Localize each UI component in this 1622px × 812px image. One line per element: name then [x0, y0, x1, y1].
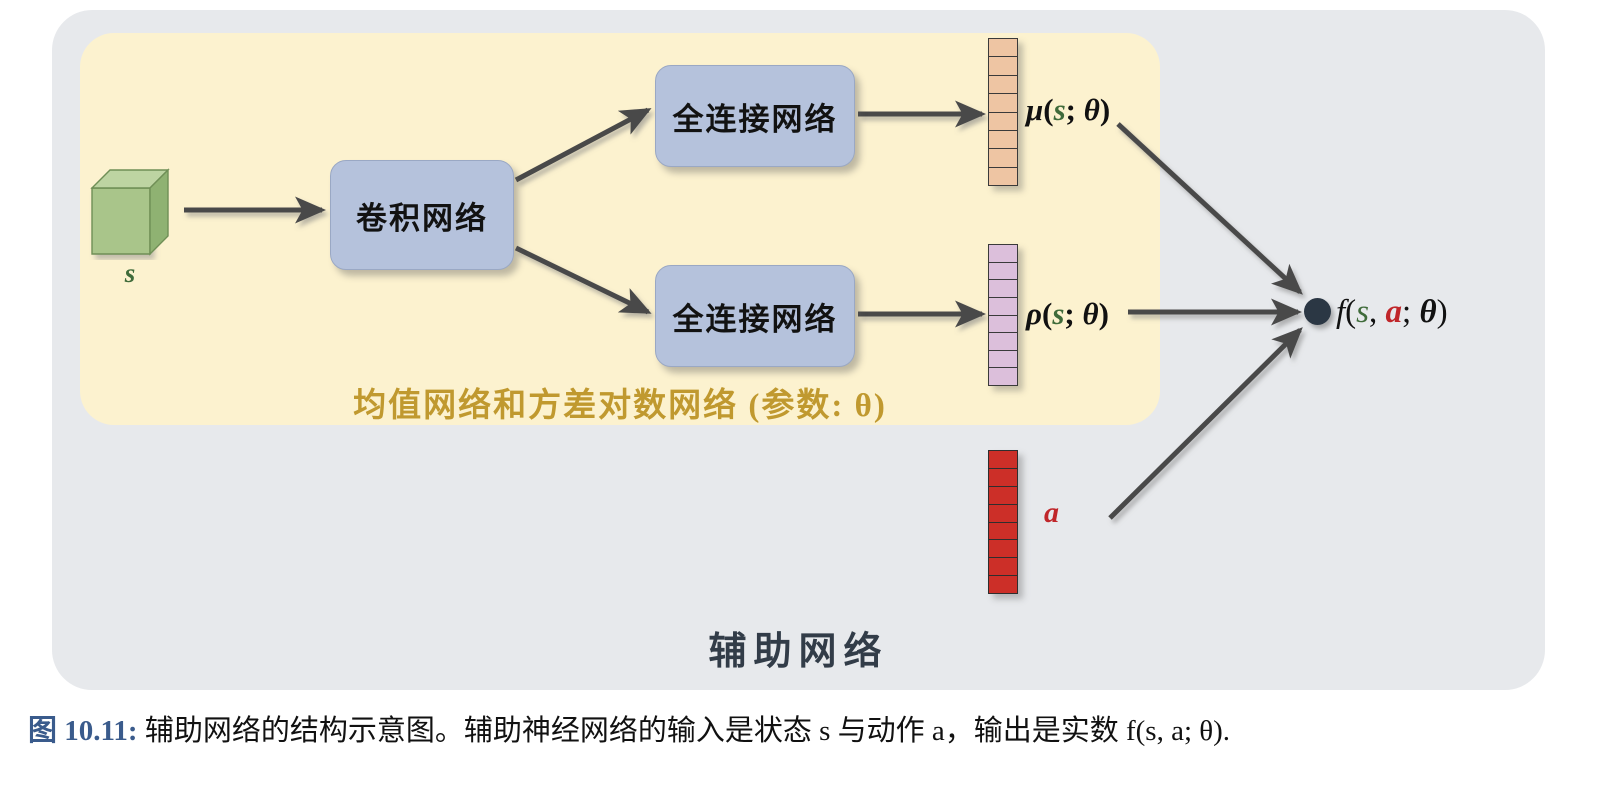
mu-paren-close: ) — [1099, 92, 1111, 127]
rho-paren-open: ( — [1041, 296, 1053, 331]
mu-arg-theta: θ — [1083, 92, 1100, 127]
mu-semicolon: ; — [1065, 92, 1084, 127]
fc-network-rho-label: 全连接网络 — [672, 301, 838, 337]
vector-cell — [988, 485, 1018, 504]
vector-cell — [988, 74, 1018, 94]
rho-arg-theta: θ — [1082, 296, 1099, 331]
vector-cell — [988, 261, 1018, 280]
rho-semicolon: ; — [1064, 296, 1083, 331]
figure-caption: 图 10.11: 辅助网络的结构示意图。辅助神经网络的输入是状态 s 与动作 a… — [28, 714, 1608, 749]
f-arg-state: s — [1356, 294, 1370, 330]
vector-cell — [988, 129, 1018, 149]
fc-network-mu-box[interactable]: 全连接网络 — [655, 65, 855, 167]
vector-cell — [988, 332, 1018, 350]
mu-arg-state: s — [1053, 92, 1066, 127]
f-semicolon: ; — [1402, 294, 1420, 330]
output-node-dot — [1304, 298, 1331, 325]
vector-cell — [988, 521, 1018, 540]
vector-cell — [988, 56, 1018, 75]
vector-cell — [988, 296, 1018, 315]
vector-cell — [988, 314, 1018, 333]
inner-panel-caption: 均值网络和方差对数网络 (参数: θ) — [353, 388, 887, 424]
fc-network-mu-label: 全连接网络 — [672, 101, 838, 137]
conv-network-label: 卷积网络 — [356, 200, 488, 236]
fc-network-rho-box[interactable]: 全连接网络 — [655, 265, 855, 367]
vector-cell — [988, 575, 1018, 594]
figure-caption-text: 辅助网络的结构示意图。辅助神经网络的输入是状态 s 与动作 a，输出是实数 f(… — [144, 715, 1231, 747]
rho-output-vector — [988, 244, 1018, 386]
figure-number: 图 10.11: — [28, 715, 138, 747]
state-cube-label: s — [124, 258, 136, 288]
vector-cell — [988, 93, 1018, 112]
f-arg-action: a — [1385, 294, 1403, 330]
vector-cell — [988, 148, 1018, 167]
state-cube-icon — [88, 164, 172, 260]
f-arg-theta: θ — [1419, 294, 1437, 330]
f-symbol: f — [1336, 294, 1346, 330]
vector-cell — [988, 557, 1018, 576]
vector-cell — [988, 166, 1018, 186]
vector-cell — [988, 349, 1018, 368]
action-input-vector — [988, 450, 1018, 594]
vector-cell — [988, 279, 1018, 297]
f-paren-close: ) — [1436, 294, 1448, 330]
mu-paren-open: ( — [1043, 92, 1054, 127]
action-vector-label: a — [1044, 496, 1059, 529]
vector-cell — [988, 467, 1018, 486]
rho-output-label: ρ(s; θ) — [1026, 296, 1109, 332]
mu-output-label: μ(s; θ) — [1026, 92, 1110, 128]
f-paren-open: ( — [1345, 294, 1357, 330]
mu-symbol: μ — [1026, 92, 1044, 127]
mu-output-vector — [988, 38, 1018, 186]
vector-cell — [988, 503, 1018, 522]
vector-cell — [988, 450, 1018, 468]
output-function-label: f(s, a; θ) — [1336, 294, 1448, 331]
outer-panel-caption: 辅助网络 — [708, 631, 889, 673]
f-comma: , — [1369, 294, 1386, 330]
vector-cell — [988, 539, 1018, 558]
conv-network-box[interactable]: 卷积网络 — [330, 160, 514, 270]
vector-cell — [988, 244, 1018, 262]
rho-symbol: ρ — [1026, 296, 1042, 331]
vector-cell — [988, 367, 1018, 386]
vector-cell — [988, 111, 1018, 130]
rho-paren-close: ) — [1098, 296, 1109, 331]
rho-arg-state: s — [1052, 296, 1065, 331]
vector-cell — [988, 38, 1018, 57]
inner-panel — [80, 33, 1160, 425]
